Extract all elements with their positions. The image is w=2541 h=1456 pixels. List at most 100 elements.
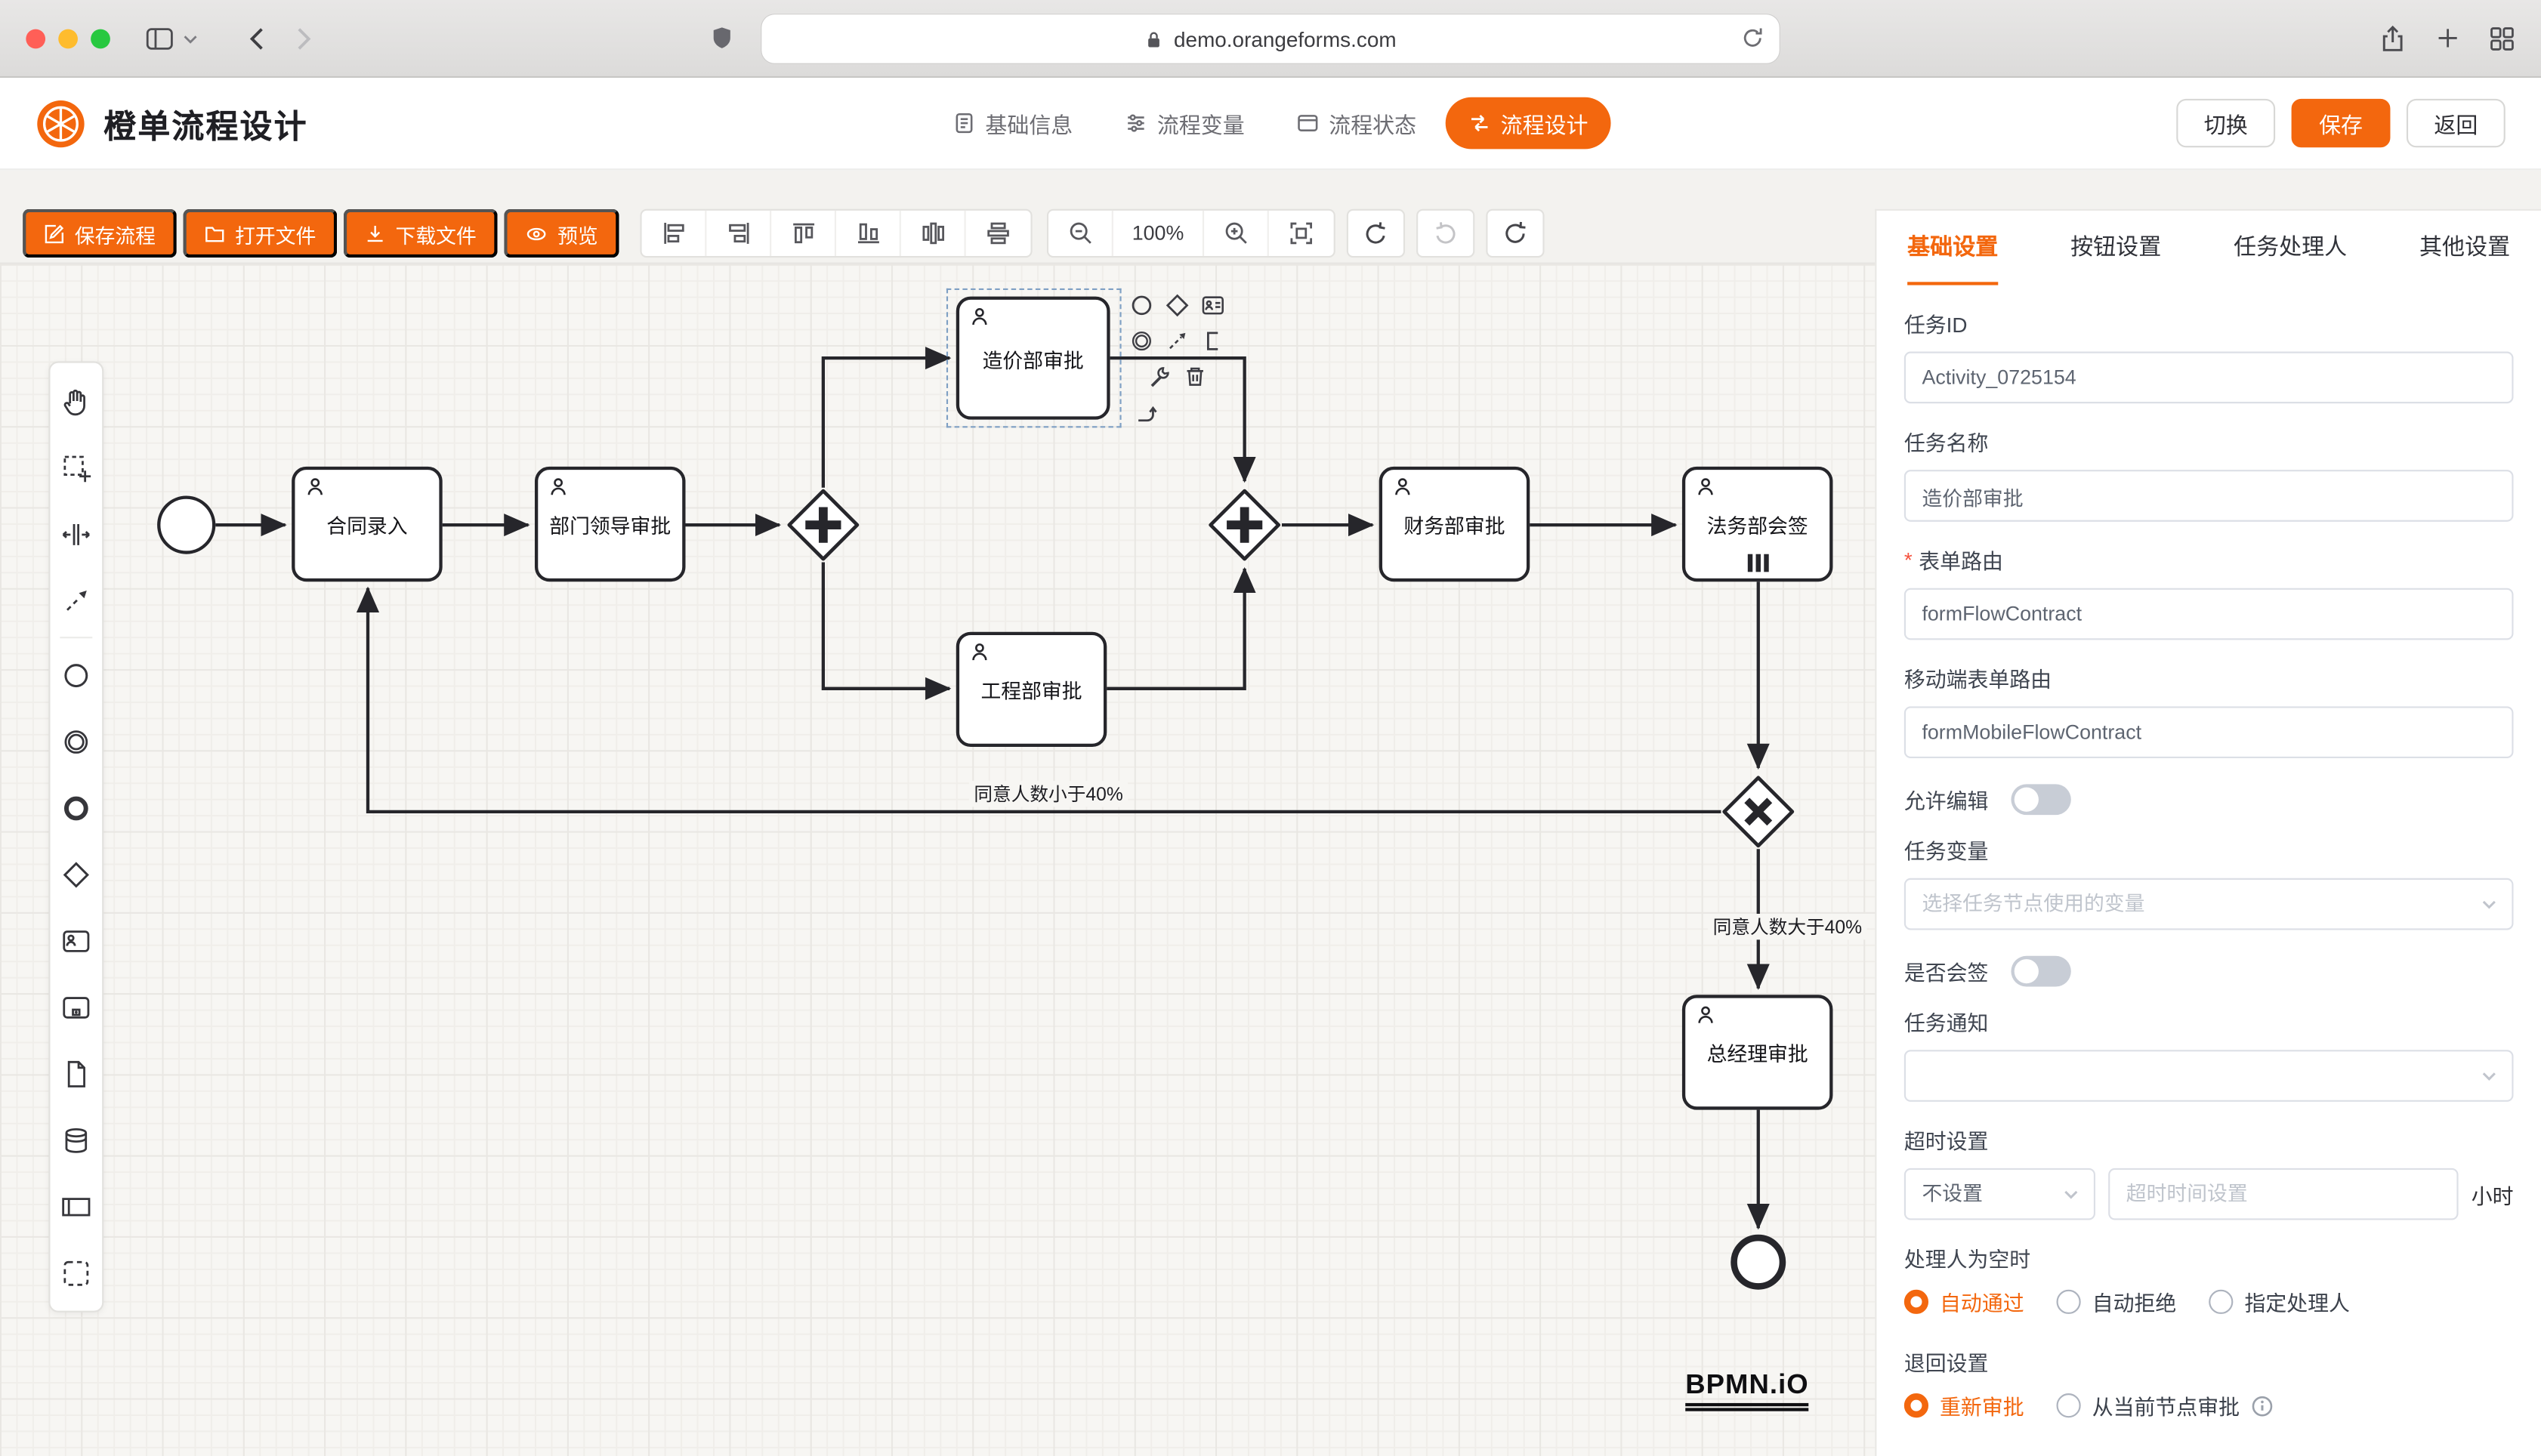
task-notify-select[interactable] xyxy=(1903,1050,2514,1102)
tab-button-settings[interactable]: 按钮设置 xyxy=(2070,233,2162,260)
preview-button[interactable]: 预览 xyxy=(504,208,619,258)
align-top-icon[interactable] xyxy=(771,210,837,256)
gateway-icon[interactable] xyxy=(51,841,103,907)
node-gateway-parallel-split[interactable] xyxy=(786,488,861,563)
space-tool-icon[interactable] xyxy=(51,501,103,567)
tab-overview-icon[interactable] xyxy=(2489,25,2515,51)
share-icon[interactable] xyxy=(2379,23,2406,53)
node-task-finance-dept-approval[interactable]: 财务部审批 xyxy=(1379,466,1530,582)
form-route-input[interactable] xyxy=(1903,588,2514,640)
task-name-input[interactable] xyxy=(1903,470,2514,522)
node-task-legal-dept-countersign[interactable]: 法务部会签 xyxy=(1681,466,1833,582)
chevron-down-icon[interactable] xyxy=(183,32,197,45)
reload-icon[interactable] xyxy=(1740,26,1764,50)
back-button[interactable] xyxy=(246,25,266,51)
timeout-value-input[interactable] xyxy=(2108,1168,2459,1220)
minimize-window-button[interactable] xyxy=(58,28,78,48)
node-start-event[interactable] xyxy=(157,495,216,554)
open-file-button[interactable]: 打开文件 xyxy=(183,208,338,258)
privacy-shield-icon[interactable] xyxy=(710,24,734,51)
align-left-icon[interactable] xyxy=(642,210,707,256)
zoom-out-icon[interactable] xyxy=(1048,210,1114,256)
lasso-tool-icon[interactable] xyxy=(51,434,103,501)
save-flow-button[interactable]: 保存流程 xyxy=(23,208,177,258)
text-annotation-icon[interactable] xyxy=(1201,329,1225,353)
nav-label: 流程变量 xyxy=(1156,113,1245,138)
replace-element-icon[interactable] xyxy=(1135,400,1159,424)
distribute-vertical-icon[interactable] xyxy=(966,211,1031,256)
radio-auto-approve[interactable]: 自动通过 xyxy=(1903,1286,2024,1317)
bpmn-io-logo[interactable]: BPMN.iO xyxy=(1685,1369,1809,1411)
zoom-level: 100% xyxy=(1113,210,1205,256)
radio-from-current-node[interactable]: 从当前节点审批 xyxy=(2056,1390,2274,1421)
file-icon[interactable] xyxy=(51,1040,103,1106)
node-gateway-parallel-join[interactable] xyxy=(1207,488,1282,563)
node-end-event[interactable] xyxy=(1731,1234,1786,1290)
nav-process-design[interactable]: 流程设计 xyxy=(1445,97,1611,150)
task-variable-input[interactable] xyxy=(1903,878,2514,930)
append-end-event-icon[interactable] xyxy=(1129,293,1153,317)
node-task-gm-approval[interactable]: 总经理审批 xyxy=(1681,995,1833,1110)
undo-button[interactable] xyxy=(1346,208,1406,258)
reset-button[interactable] xyxy=(1486,208,1545,258)
align-right-icon[interactable] xyxy=(707,210,772,256)
redo-button[interactable] xyxy=(1416,208,1475,258)
wrench-icon[interactable] xyxy=(1147,365,1172,389)
data-store-icon[interactable] xyxy=(51,1106,103,1173)
node-task-dept-leader-approval[interactable]: 部门领导审批 xyxy=(534,466,686,582)
node-task-cost-dept-approval[interactable]: 造价部审批 xyxy=(956,296,1110,420)
mobile-form-route-input[interactable] xyxy=(1903,706,2514,759)
subprocess-icon[interactable] xyxy=(51,973,103,1040)
tab-other-settings[interactable]: 其他设置 xyxy=(2419,233,2511,260)
tab-basic-settings[interactable]: 基础设置 xyxy=(1907,230,1999,285)
user-task-icon[interactable] xyxy=(51,907,103,973)
radio-assign-handler[interactable]: 指定处理人 xyxy=(2209,1286,2350,1317)
properties-panel: 基础设置 按钮设置 任务处理人 其他设置 任务ID 任务名称 * 表单路由 移动… xyxy=(1875,208,2541,1456)
nav-process-variables[interactable]: 流程变量 xyxy=(1102,97,1267,150)
task-notify-input[interactable] xyxy=(1903,1050,2514,1102)
new-tab-icon[interactable] xyxy=(2436,26,2460,50)
group-icon[interactable] xyxy=(51,1239,103,1306)
fullscreen-window-button[interactable] xyxy=(91,28,110,48)
align-bottom-icon[interactable] xyxy=(836,210,901,256)
hand-tool-icon[interactable] xyxy=(51,368,103,434)
intermediate-event-icon[interactable] xyxy=(51,708,103,775)
distribute-horizontal-icon[interactable] xyxy=(901,210,966,256)
allow-edit-toggle[interactable] xyxy=(2011,784,2071,816)
forward-button[interactable] xyxy=(295,25,314,51)
trash-icon[interactable] xyxy=(1183,365,1207,389)
global-connect-tool-icon[interactable] xyxy=(51,567,103,634)
nav-process-status[interactable]: 流程状态 xyxy=(1274,97,1439,150)
countersign-toggle[interactable] xyxy=(2011,955,2071,987)
download-file-button[interactable]: 下载文件 xyxy=(343,208,498,258)
nav-basic-info[interactable]: 基础信息 xyxy=(930,97,1095,150)
back-to-list-button[interactable]: 返回 xyxy=(2406,98,2505,148)
sidebar-icon[interactable] xyxy=(146,26,173,49)
close-window-button[interactable] xyxy=(26,28,46,48)
task-label: 工程部审批 xyxy=(980,680,1082,704)
switch-button[interactable]: 切换 xyxy=(2176,98,2276,148)
node-task-contract-entry[interactable]: 合同录入 xyxy=(292,466,443,582)
participant-icon[interactable] xyxy=(51,1173,103,1239)
fit-viewport-icon[interactable] xyxy=(1269,211,1334,256)
bpmn-canvas[interactable]: 合同录入 部门领导审批 造价部审批 xyxy=(0,262,1876,1456)
node-gateway-exclusive[interactable] xyxy=(1721,775,1795,850)
append-gateway-icon[interactable] xyxy=(1166,293,1190,317)
end-event-icon[interactable] xyxy=(51,775,103,841)
append-intermediate-event-icon[interactable] xyxy=(1129,329,1153,353)
task-id-input[interactable] xyxy=(1903,351,2514,404)
timeout-mode-select[interactable]: 不设置 xyxy=(1903,1168,2096,1220)
zoom-in-icon[interactable] xyxy=(1204,210,1269,256)
tab-task-handler[interactable]: 任务处理人 xyxy=(2234,233,2348,260)
info-icon[interactable] xyxy=(2251,1394,2274,1417)
node-task-eng-dept-approval[interactable]: 工程部审批 xyxy=(956,631,1107,748)
radio-re-approve[interactable]: 重新审批 xyxy=(1903,1390,2024,1421)
connect-tool-icon[interactable] xyxy=(1166,329,1190,353)
nav-label: 流程状态 xyxy=(1329,113,1417,138)
radio-auto-reject[interactable]: 自动拒绝 xyxy=(2056,1286,2176,1317)
task-variable-select[interactable] xyxy=(1903,878,2514,930)
save-button[interactable]: 保存 xyxy=(2291,98,2391,148)
start-event-icon[interactable] xyxy=(51,642,103,708)
address-bar[interactable]: demo.orangeforms.com xyxy=(761,14,1780,63)
append-user-task-icon[interactable] xyxy=(1201,293,1225,317)
